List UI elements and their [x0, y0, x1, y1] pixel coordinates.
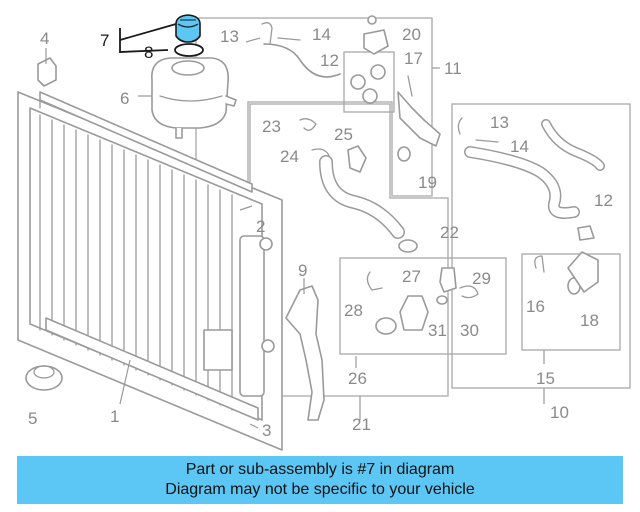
fittings-12-inner: [350, 64, 386, 104]
upper-bracket: [39, 91, 253, 193]
callout-12a: 12: [320, 51, 339, 70]
banner-line-2: Diagram may not be specific to your vehi…: [165, 481, 475, 498]
callout-5: 5: [28, 409, 37, 428]
ring-22: [398, 239, 418, 253]
callout-2: 2: [256, 217, 265, 236]
callout-24: 24: [280, 147, 299, 166]
group-box-15: [521, 253, 621, 351]
callout-31: 31: [428, 321, 447, 340]
callout-30: 30: [460, 321, 479, 340]
clip-30: [459, 285, 479, 299]
parts-diagram: 1 2 3 4 5 6 7 8 9 10 11 12 12 13 13 14 1…: [17, 14, 631, 451]
callout-8: 8: [144, 43, 153, 62]
callout-20: 20: [402, 25, 421, 44]
callout-13b: 13: [490, 113, 509, 132]
group-box-12-inner: [343, 51, 395, 113]
banner-line-1: Part or sub-assembly is #7 in diagram: [185, 461, 455, 478]
callouts: 1 2 3 4 5 6 7 8 9 10 11 12 12 13 13 14 1…: [28, 25, 613, 440]
callout-10: 10: [550, 403, 569, 422]
clamp-27: [366, 271, 383, 291]
clamp-13a: [261, 22, 273, 45]
callout-16: 16: [526, 297, 545, 316]
ring-28: [375, 317, 397, 335]
callout-14b: 14: [510, 137, 529, 156]
callout-13a: 13: [220, 27, 239, 46]
expansion-tank: [151, 57, 237, 139]
hose-21-main: [319, 155, 405, 239]
callout-28: 28: [344, 301, 363, 320]
hose-10-main: [464, 146, 580, 219]
group-box-26: [339, 257, 507, 355]
ring-31: [436, 295, 448, 305]
connector-29: [439, 267, 457, 293]
clamp-14b: [475, 139, 499, 143]
callout-12b: 12: [594, 191, 613, 210]
callout-11: 11: [444, 59, 462, 78]
callout-21: 21: [352, 415, 371, 434]
elbow-fitting-15: [567, 251, 599, 293]
callout-26: 26: [348, 369, 367, 388]
info-banner: Part or sub-assembly is #7 in diagram Di…: [17, 456, 623, 504]
callout-18: 18: [580, 311, 599, 330]
callout-25: 25: [334, 125, 353, 144]
callout-9: 9: [298, 261, 307, 280]
callout-14a: 14: [312, 25, 331, 44]
air-duct-9: [285, 285, 325, 421]
cap-12b: [577, 225, 595, 241]
ring-19: [397, 146, 411, 162]
mount-5: [25, 365, 63, 391]
callout-27: 27: [402, 267, 421, 286]
clamp-16: [534, 255, 545, 273]
lower-bracket: [45, 317, 259, 421]
callout-19: 19: [418, 173, 437, 192]
hose-10-upper: [541, 119, 605, 171]
callout-29: 29: [472, 269, 491, 288]
leader-lines: [45, 23, 545, 429]
clip-25: [347, 145, 367, 173]
hose-12-upper: [263, 43, 341, 78]
clamp-23: [299, 118, 317, 131]
callout-4: 4: [40, 29, 49, 48]
clamp-13b: [457, 117, 463, 135]
mount-4: [37, 57, 57, 87]
elbow-fitting-26: [399, 295, 429, 331]
cap-seal-ring: [174, 43, 204, 57]
group-box-10: [451, 103, 631, 389]
callout-22: 22: [440, 223, 459, 242]
callout-17: 17: [404, 49, 423, 68]
callout-6: 6: [120, 89, 129, 108]
callout-23: 23: [262, 117, 281, 136]
expansion-tank-cap: [175, 14, 201, 43]
callout-7: 7: [100, 31, 109, 50]
connector-20: [363, 15, 389, 55]
callout-15: 15: [536, 369, 555, 388]
pipe-17: [397, 75, 441, 147]
callout-1: 1: [110, 407, 119, 426]
callout-3: 3: [262, 421, 271, 440]
clamp-14a: [277, 37, 301, 41]
